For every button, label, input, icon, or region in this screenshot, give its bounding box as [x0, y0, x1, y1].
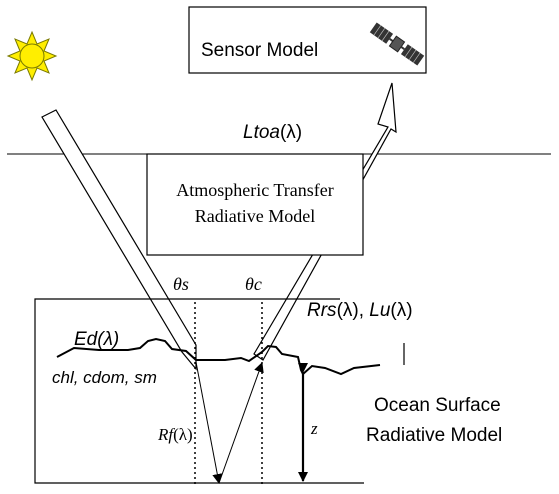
atmospheric-model-box — [146, 153, 364, 256]
ocean-region-border — [34, 298, 364, 484]
constituents-label: chl, cdom, sm — [52, 368, 157, 387]
ocean-model-line2: Radiative Model — [366, 425, 502, 446]
atmospheric-model-line2: Radiative Model — [195, 206, 315, 226]
satellite-icon — [369, 22, 425, 66]
solar-angle-label: θs — [173, 274, 189, 294]
lu-lambda: (λ) — [390, 300, 412, 321]
solar-beam-arrow — [41, 109, 197, 371]
rf-lambda: (λ) — [173, 425, 193, 444]
sensor-model-label: Sensor Model — [201, 40, 318, 61]
rrs-lambda: (λ), — [337, 300, 370, 321]
ocean-model-line1: Ocean Surface — [374, 395, 501, 416]
ltoa-symbol: Ltoa — [243, 122, 280, 143]
ed-label: Ed(λ) — [74, 329, 119, 350]
sun-icon — [6, 30, 58, 82]
refracted-beam-down — [195, 361, 223, 484]
ltoa-label: Ltoa(λ) — [243, 122, 302, 143]
rf-label: Rf(λ) — [157, 425, 193, 444]
rrs-lu-label: Rrs(λ), Lu(λ) — [307, 300, 413, 321]
upwelling-beam-up — [218, 362, 264, 484]
upwelling-beam-arrow — [253, 82, 397, 361]
sensor-angle-label: θc — [245, 274, 262, 294]
ltoa-lambda: (λ) — [280, 122, 302, 143]
rrs-symbol: Rrs — [307, 300, 337, 321]
water-surface-line — [56, 337, 381, 376]
lu-symbol: Lu — [369, 300, 391, 321]
rf-symbol: Rf — [157, 425, 175, 444]
atmospheric-model-line1: Atmospheric Transfer — [176, 180, 333, 200]
depth-label: z — [310, 419, 318, 438]
